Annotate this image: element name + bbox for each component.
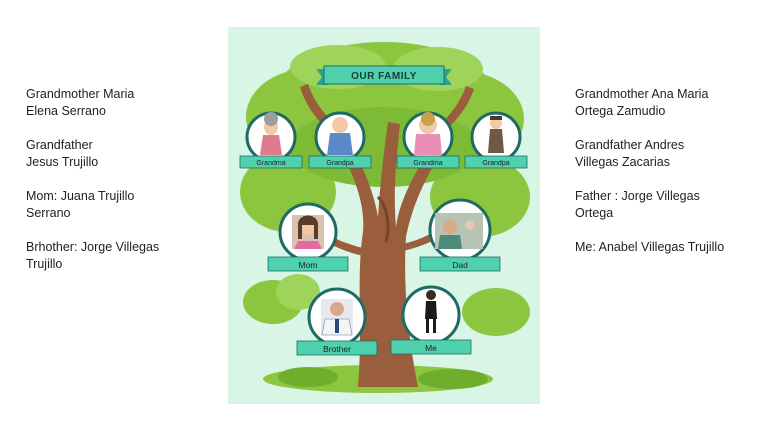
label-brother: Brother: [323, 344, 351, 354]
note-grandmother-maternal: Grandmother Maria Elena Serrano: [26, 87, 135, 118]
note-father: Father : Jorge Villegas Ortega: [575, 189, 700, 220]
portrait-me[interactable]: Me: [390, 285, 472, 355]
portrait-grandma-1[interactable]: Grandma: [239, 111, 303, 169]
portrait-mom[interactable]: Mom: [267, 202, 349, 272]
left-notes: Grandmother Maria Elena Serrano Grandfat…: [26, 86, 201, 290]
note-grandmother-paternal: Grandmother Ana Maria Ortega Zamudio: [575, 87, 709, 118]
family-tree-poster[interactable]: OUR FAMILY Grandma Grandpa Grandma: [228, 27, 540, 404]
portrait-brother[interactable]: Brother: [296, 287, 378, 356]
label-me: Me: [425, 343, 437, 353]
poster-title: OUR FAMILY: [351, 71, 417, 82]
note-mom: Mom: Juana Trujillo Serrano: [26, 189, 135, 220]
label-grandma-1: Grandma: [256, 160, 285, 167]
portrait-dad[interactable]: Dad: [419, 198, 501, 272]
note-grandfather-maternal: Grandfather Jesus Trujillo: [26, 138, 99, 169]
right-notes: Grandmother Ana Maria Ortega Zamudio Gra…: [575, 86, 760, 273]
note-brother: Brhother: Jorge Villegas Trujillo: [26, 240, 160, 271]
note-grandfather-paternal: Grandfather Andres Villegas Zacarias: [575, 138, 685, 169]
title-ribbon: OUR FAMILY: [316, 65, 452, 85]
label-dad: Dad: [452, 260, 468, 270]
bushes: [243, 274, 530, 393]
portrait-grandpa-2[interactable]: Grandpa: [464, 111, 528, 169]
note-me: Me: Anabel Villegas Trujillo: [575, 240, 725, 254]
label-mom: Mom: [299, 260, 318, 270]
label-grandpa-1: Grandpa: [326, 160, 353, 167]
label-grandpa-2: Grandpa: [482, 160, 509, 167]
family-tree-graphic: OUR FAMILY Grandma Grandpa Grandma: [239, 42, 530, 393]
portrait-grandma-2[interactable]: Grandma: [396, 111, 460, 169]
portrait-grandpa-1[interactable]: Grandpa: [308, 111, 372, 169]
label-grandma-2: Grandma: [413, 160, 442, 167]
